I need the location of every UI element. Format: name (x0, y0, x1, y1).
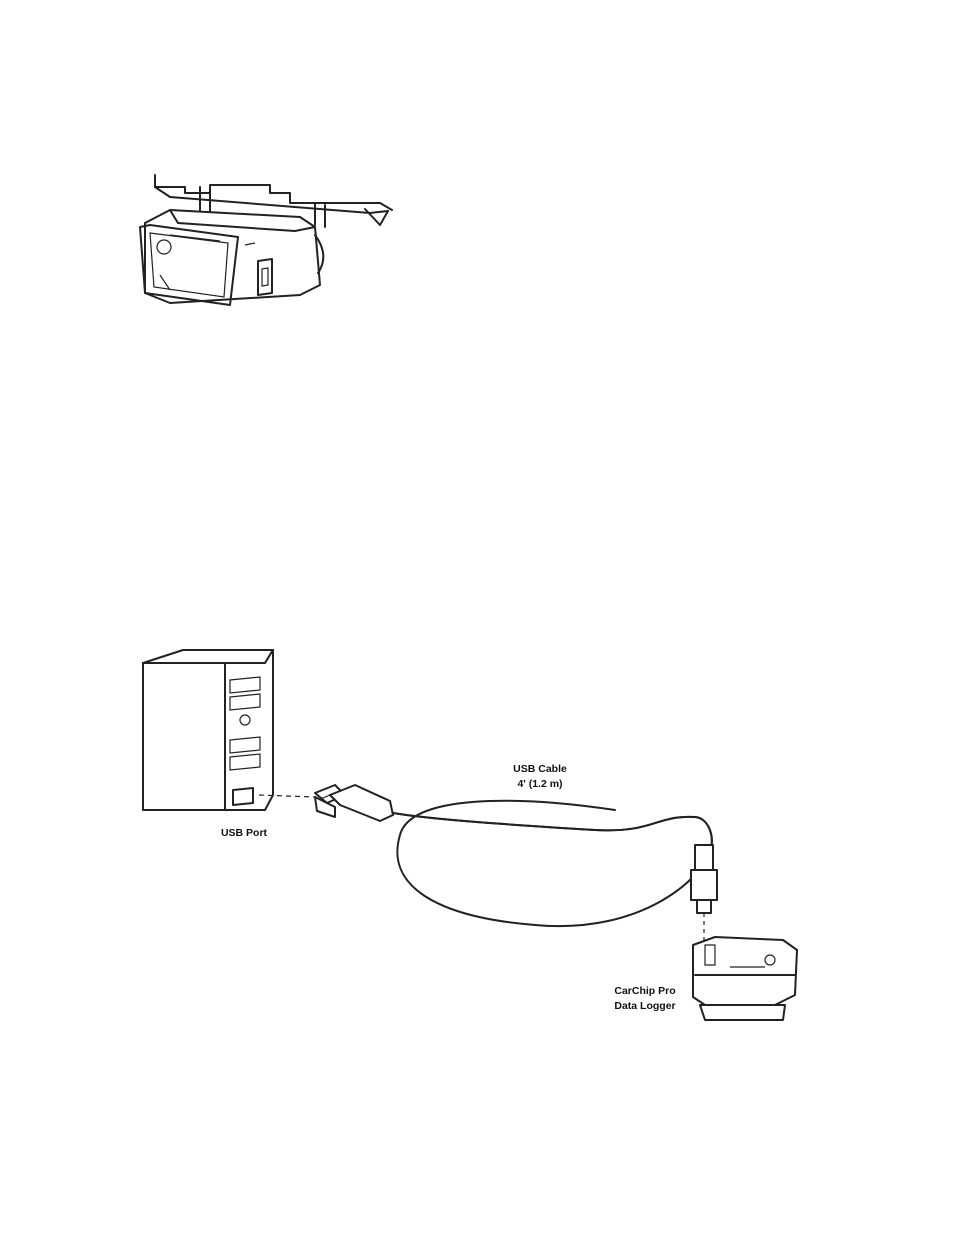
usb-cable-label-line1: USB Cable (500, 762, 580, 777)
mini-usb-plug-icon (691, 845, 717, 913)
carchip-label-line2: Data Logger (600, 999, 690, 1014)
pc-tower-icon (143, 650, 273, 810)
under-dash-mounted-logger-illustration (130, 165, 400, 325)
carchip-label-line1: CarChip Pro (600, 984, 690, 999)
carchip-logger-icon (693, 937, 797, 1020)
usb-a-plug-icon (315, 785, 393, 821)
usb-port-label: USB Port (213, 826, 275, 841)
usb-cable-label-line2: 4' (1.2 m) (500, 777, 580, 792)
